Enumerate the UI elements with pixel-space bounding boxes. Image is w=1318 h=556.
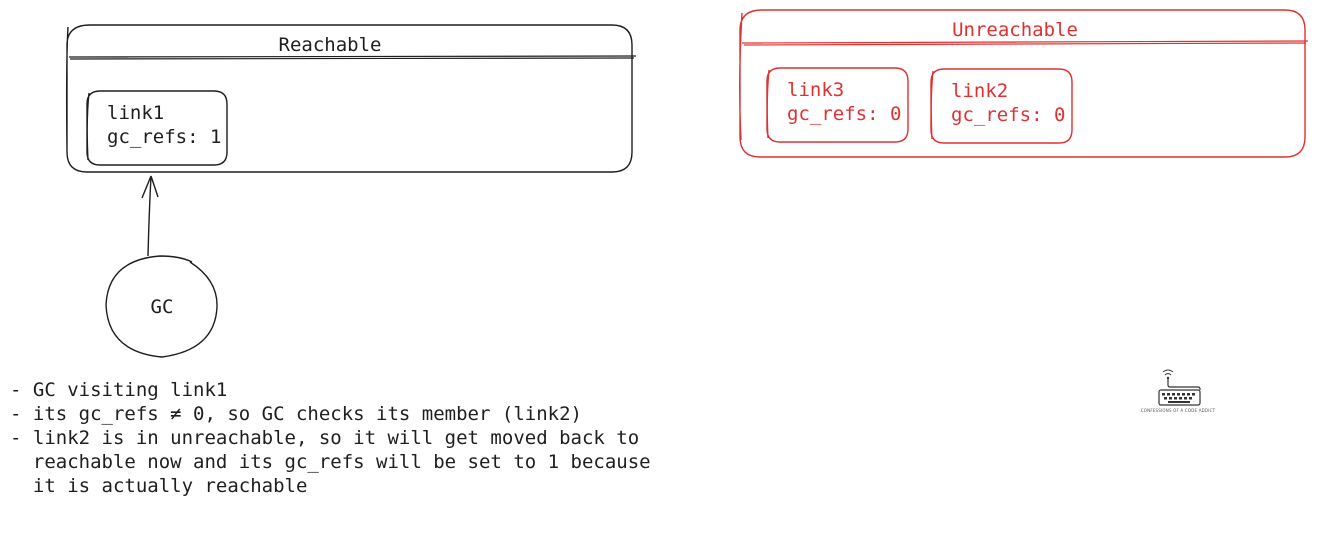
note-line: - GC visiting link1 <box>10 379 228 401</box>
gc-label: GC <box>151 296 174 318</box>
link1-node-box <box>86 90 228 166</box>
gc-node-circle <box>105 255 218 358</box>
link2-name: link2 <box>951 80 1008 102</box>
explanation-notes: - GC visiting link1 - its gc_refs ≠ 0, s… <box>10 378 651 498</box>
link2-refs: gc_refs: 0 <box>951 104 1065 126</box>
note-line: it is actually reachable <box>10 475 308 497</box>
gc-group: GC <box>105 175 218 358</box>
reachable-group: Reachable link1 gc_refs: 1 <box>65 24 637 173</box>
unreachable-group: Unreachable link3 gc_refs: 0 link2 gc_re… <box>739 9 1309 158</box>
reachable-title: Reachable <box>279 34 382 56</box>
link1-refs: gc_refs: 1 <box>107 126 221 148</box>
link2-node-box <box>930 68 1073 144</box>
link3-refs: gc_refs: 0 <box>787 103 901 125</box>
link3-name: link3 <box>787 79 844 101</box>
brand-logo: CONFESSIONS OF A CODE ADDICT <box>1136 368 1220 416</box>
reachable-box <box>65 24 633 173</box>
note-line: - its gc_refs ≠ 0, so GC checks its memb… <box>10 403 582 425</box>
link1-name: link1 <box>107 102 164 124</box>
unreachable-box <box>739 9 1306 158</box>
unreachable-divider <box>741 40 1309 46</box>
keyboard-antenna-icon <box>1158 369 1201 406</box>
link3-node-box <box>766 67 909 143</box>
logo-caption: CONFESSIONS OF A CODE ADDICT <box>1140 408 1216 413</box>
gc-to-link1-arrow <box>141 175 159 257</box>
reachable-divider <box>68 55 637 60</box>
note-line: reachable now and its gc_refs will be se… <box>10 451 651 473</box>
unreachable-title: Unreachable <box>952 19 1078 41</box>
note-line: - link2 is in unreachable, so it will ge… <box>10 427 640 449</box>
